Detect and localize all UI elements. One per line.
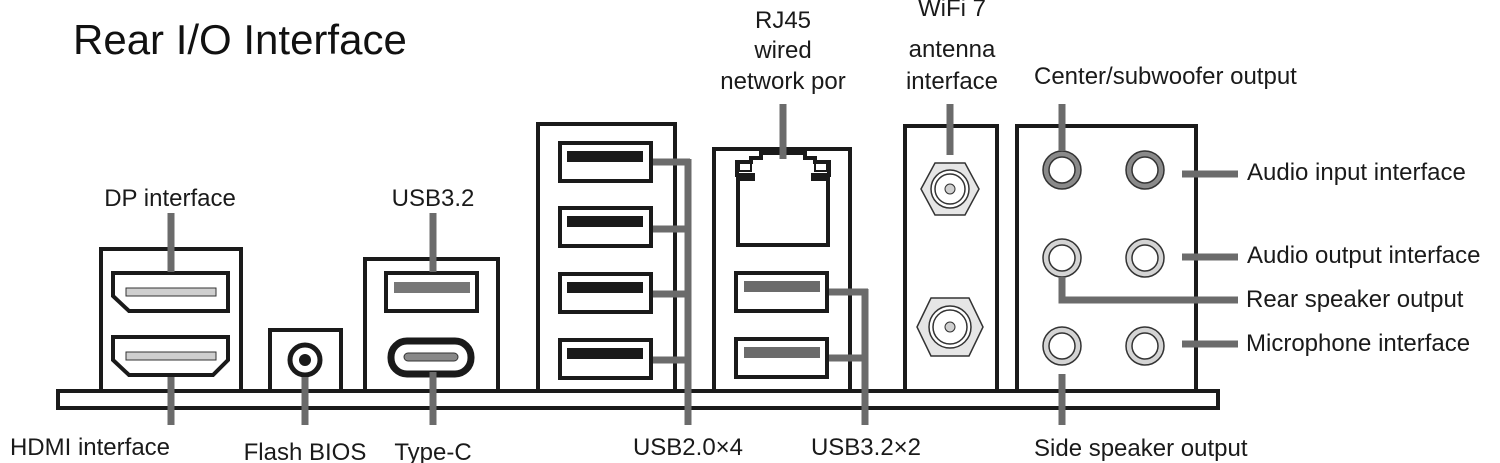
io-bracket xyxy=(56,389,1220,410)
rj45-label-line1: RJ45 xyxy=(755,7,811,34)
audio-block xyxy=(1015,124,1198,393)
usb32x2-leader xyxy=(829,288,869,425)
rj45-label-line3: network por xyxy=(720,68,845,95)
usb32-label: USB3.2 xyxy=(392,185,475,212)
rj45-label-line2: wired xyxy=(753,37,811,64)
hdmi-port xyxy=(111,335,230,377)
wifi-label-line1: WiFi 7 xyxy=(918,0,986,22)
mic-label: Microphone interface xyxy=(1246,330,1470,357)
type-c-port xyxy=(387,337,475,378)
audio-jack-microphone xyxy=(1125,326,1165,366)
side-spk-label: Side speaker output xyxy=(1034,435,1248,462)
usb20-port-3 xyxy=(558,272,653,314)
rj45-port xyxy=(735,151,831,247)
wifi-block xyxy=(903,124,999,393)
dp-port xyxy=(111,271,230,313)
rear-spk-label: Rear speaker output xyxy=(1246,286,1464,313)
usb32x2-label: USB3.2×2 xyxy=(811,434,921,461)
type-c-label: Type-C xyxy=(394,439,471,463)
diagram-title: Rear I/O Interface xyxy=(73,16,407,63)
usb32-port-2 xyxy=(734,337,829,379)
audio-jack-rear-speaker xyxy=(1042,238,1082,278)
wifi-label-line2: antenna xyxy=(909,36,996,63)
wifi-antenna-connector-2 xyxy=(916,297,984,357)
lan-usb32-block xyxy=(712,147,852,393)
usb32-port xyxy=(384,271,479,313)
usb20-block xyxy=(536,122,677,393)
wifi-antenna-connector-1 xyxy=(920,162,980,216)
audio-in-label: Audio input interface xyxy=(1247,159,1466,186)
dp-label: DP interface xyxy=(104,185,236,212)
rear-spk-leader xyxy=(1058,277,1238,304)
usb32-port-1 xyxy=(734,271,829,313)
audio-jack-audio-input xyxy=(1125,150,1165,190)
usb20-port-4 xyxy=(558,338,653,380)
usb20-port-2 xyxy=(558,206,653,248)
hdmi-label: HDMI interface xyxy=(10,434,170,461)
audio-jack-audio-output xyxy=(1125,238,1165,278)
video-port-block xyxy=(99,247,243,393)
usb20-port-1 xyxy=(558,141,653,183)
usb20-leader xyxy=(653,158,692,425)
wifi-label-line3: interface xyxy=(906,68,998,95)
usb20x4-label: USB2.0×4 xyxy=(633,434,743,461)
audio-out-label: Audio output interface xyxy=(1247,242,1481,269)
usb32-typec-block xyxy=(363,257,500,393)
audio-jack-center-subwoofer xyxy=(1042,150,1082,190)
audio-jack-side-speaker xyxy=(1042,326,1082,366)
flash-bios-label: Flash BIOS xyxy=(244,439,367,463)
center-sub-label: Center/subwoofer output xyxy=(1034,63,1297,90)
